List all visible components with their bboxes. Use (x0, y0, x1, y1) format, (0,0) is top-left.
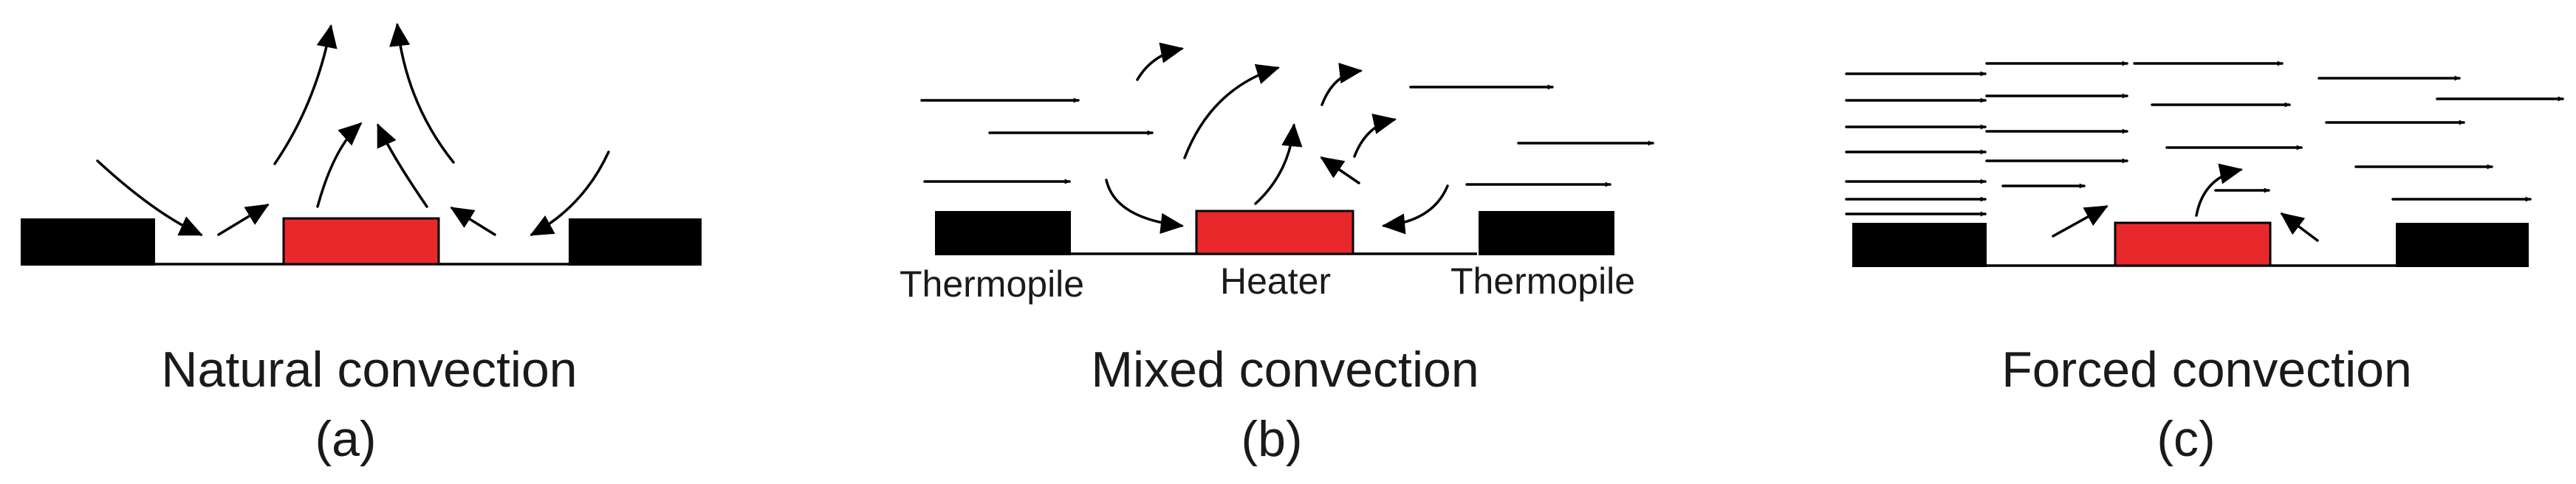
flow-arrow (2280, 212, 2319, 242)
flow-arrow (1183, 63, 1281, 159)
sub-label-a: (a) (315, 411, 376, 467)
flow-arrows-b (920, 42, 1654, 235)
flow-arrow (1320, 156, 1360, 184)
flow-arrow (217, 204, 270, 236)
flow-arrow (273, 24, 338, 165)
flow-arrow (2052, 205, 2109, 238)
flow-arrow (530, 151, 610, 236)
flow-arrow (1381, 184, 1449, 235)
heater-b (1195, 210, 1354, 255)
thermopile-left-c (1852, 223, 1987, 267)
heater-a (282, 217, 440, 266)
panel-a: Natural convection (a) (21, 22, 702, 467)
sub-label-b: (b) (1241, 411, 1302, 467)
flow-arrow (96, 159, 203, 236)
thermopile-left-a (21, 218, 155, 266)
flow-arrow (1320, 63, 1363, 106)
thermopile-right-c (2396, 223, 2529, 267)
heater-c (2114, 221, 2272, 267)
caption-a: Natural convection (161, 342, 577, 398)
label-thermopile-left: Thermopile (900, 263, 1084, 305)
flow-arrow (316, 122, 363, 208)
flow-arrow (1353, 113, 1397, 158)
flow-arrow (1254, 122, 1303, 205)
thermopile-right-b (1479, 211, 1614, 255)
label-thermopile-right: Thermopile (1450, 260, 1635, 302)
thermopile-left-b (935, 211, 1071, 255)
flow-arrow (1105, 179, 1185, 234)
flow-arrow (2195, 163, 2244, 217)
thermopile-right-a (569, 218, 702, 266)
panel-b: Thermopile Heater Thermopile Mixed conve… (900, 42, 1654, 467)
flow-arrow (450, 207, 496, 236)
label-heater: Heater (1220, 260, 1331, 302)
flow-arrows-a (96, 22, 610, 236)
flow-arrow (1136, 42, 1185, 81)
panel-c: Forced convection (c) (1845, 60, 2564, 467)
flow-arrow (389, 22, 455, 164)
caption-b: Mixed convection (1091, 342, 1479, 398)
caption-c: Forced convection (2001, 342, 2412, 398)
sub-label-c: (c) (2157, 411, 2215, 467)
flow-arrow (377, 123, 428, 208)
flow-arrows-c (1845, 60, 2564, 242)
